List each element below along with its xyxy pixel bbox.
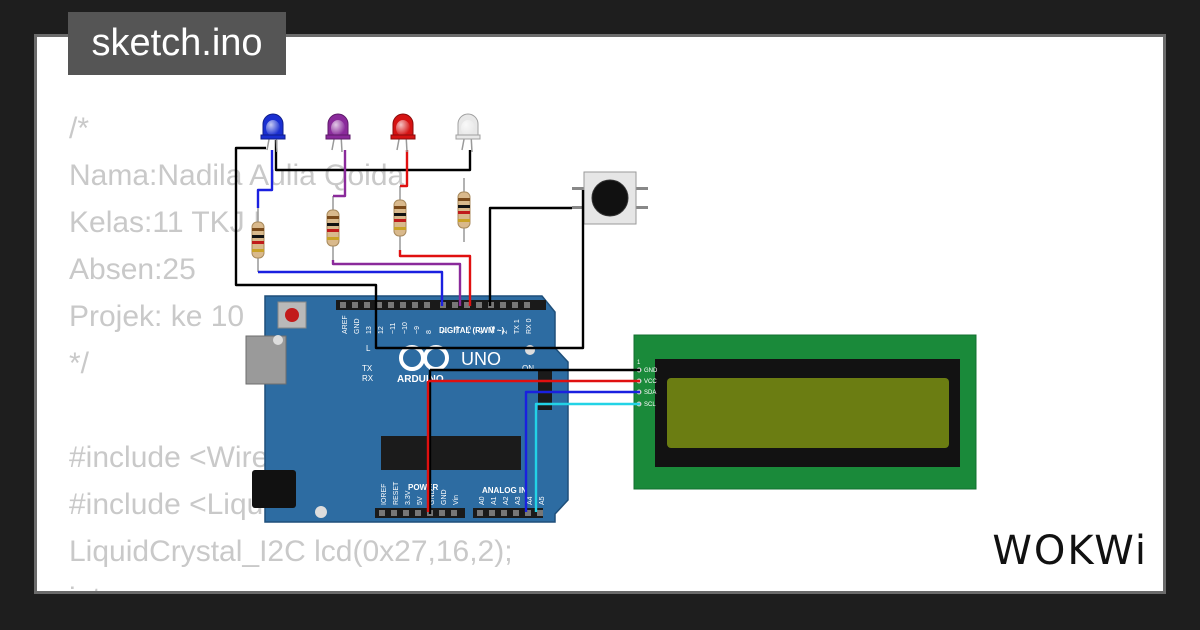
led-blue[interactable]	[260, 113, 286, 153]
power-pin-label: GND	[429, 489, 436, 505]
digital-pin-label: 2	[502, 330, 509, 334]
digital-pin-label: ~5	[466, 326, 473, 334]
power-pin-label: 3.3V	[405, 490, 412, 505]
preview-card: /* Nama:Nadila Aulia Qoida Kelas:11 TKJ …	[34, 34, 1166, 594]
analog-pin-label: A3	[515, 496, 522, 505]
reset-button[interactable]	[285, 308, 299, 322]
lcd-pin-number: 1	[637, 360, 641, 366]
analog-pin-label: A1	[491, 496, 498, 505]
power-pin-label: Vin	[453, 495, 460, 505]
analog-pin-label: A2	[503, 496, 510, 505]
digital-pin-label: ~11	[390, 323, 397, 334]
led-red[interactable]	[390, 113, 416, 153]
digital-pin-label: ~6	[454, 326, 461, 334]
digital-pin-label: 7	[442, 330, 449, 334]
pushbutton[interactable]	[572, 171, 648, 225]
power-pin-label: 5V	[417, 496, 424, 505]
digital-pin-label: 13	[366, 326, 373, 334]
lcd-pin-labels: GND VCC SDA SCL	[636, 367, 658, 408]
board-maker-label: ARDUINO	[397, 374, 444, 385]
resistor	[326, 196, 340, 260]
analog-pin-labels: A0 A1 A2 A3 A4 A5	[479, 496, 546, 505]
power-pin-label: GND	[441, 489, 448, 505]
lcd-screen	[667, 378, 949, 448]
power-pin-label: RESET	[393, 481, 400, 505]
analog-pin-label: A0	[479, 496, 486, 505]
power-pin-labels: IOREF RESET 3.3V 5V GND GND Vin	[381, 481, 460, 505]
analog-header	[473, 508, 543, 518]
lcd-pin-label: VCC	[644, 379, 657, 385]
digital-pin-label: ~3	[490, 326, 497, 334]
file-title: sketch.ino	[68, 12, 286, 75]
digital-pin-label: 12	[378, 326, 385, 334]
digital-pin-label: GND	[354, 318, 361, 334]
power-pin-label: IOREF	[381, 484, 388, 505]
wokwi-logo: WOKWi	[992, 528, 1148, 574]
resistor	[457, 178, 471, 242]
resistor	[393, 186, 407, 250]
tx-led-label: TX	[362, 364, 373, 373]
digital-pin-label: AREF	[342, 315, 349, 334]
analog-pin-label: A5	[539, 496, 546, 505]
digital-pin-labels: AREF GND 13 12 ~11 ~10 ~9 8 7 ~6 ~5 4 ~3 2 TX 1 RX 0	[342, 315, 533, 334]
analog-pin-label: A4	[527, 496, 534, 505]
lcd-pin-label: GND	[644, 368, 658, 374]
digital-pin-label: ~10	[402, 322, 409, 334]
power-header-label: POWER	[408, 483, 438, 492]
digital-pin-label: TX 1	[514, 319, 521, 334]
arduino-uno-board[interactable]: DIGITAL (PWM ~) ANALOG IN POWER UNO ARDU…	[245, 295, 569, 523]
pushbutton-cap[interactable]	[591, 179, 629, 217]
l-led-label: L	[366, 344, 371, 353]
led-purple[interactable]	[325, 113, 351, 153]
digital-pin-label: RX 0	[526, 318, 533, 334]
lcd-pin-label: SDA	[644, 390, 656, 396]
on-led-label: ON	[522, 364, 534, 373]
wires	[234, 140, 640, 514]
digital-pin-label: 8	[426, 330, 433, 334]
power-jack	[252, 470, 296, 508]
rx-led-label: RX	[362, 374, 374, 383]
lcd-1602-i2c[interactable]: 1 GND VCC SDA SCL	[633, 334, 977, 490]
board-model-label: UNO	[461, 349, 501, 369]
lcd-pin-label: SCL	[644, 402, 656, 408]
led-white[interactable]	[455, 113, 481, 153]
digital-pin-label: 4	[478, 330, 485, 334]
atmega-chip	[381, 436, 521, 470]
digital-header-label: DIGITAL (PWM ~)	[439, 326, 505, 335]
resistor	[251, 208, 265, 272]
digital-pin-label: ~9	[414, 326, 421, 334]
analog-header-label: ANALOG IN	[482, 486, 527, 495]
